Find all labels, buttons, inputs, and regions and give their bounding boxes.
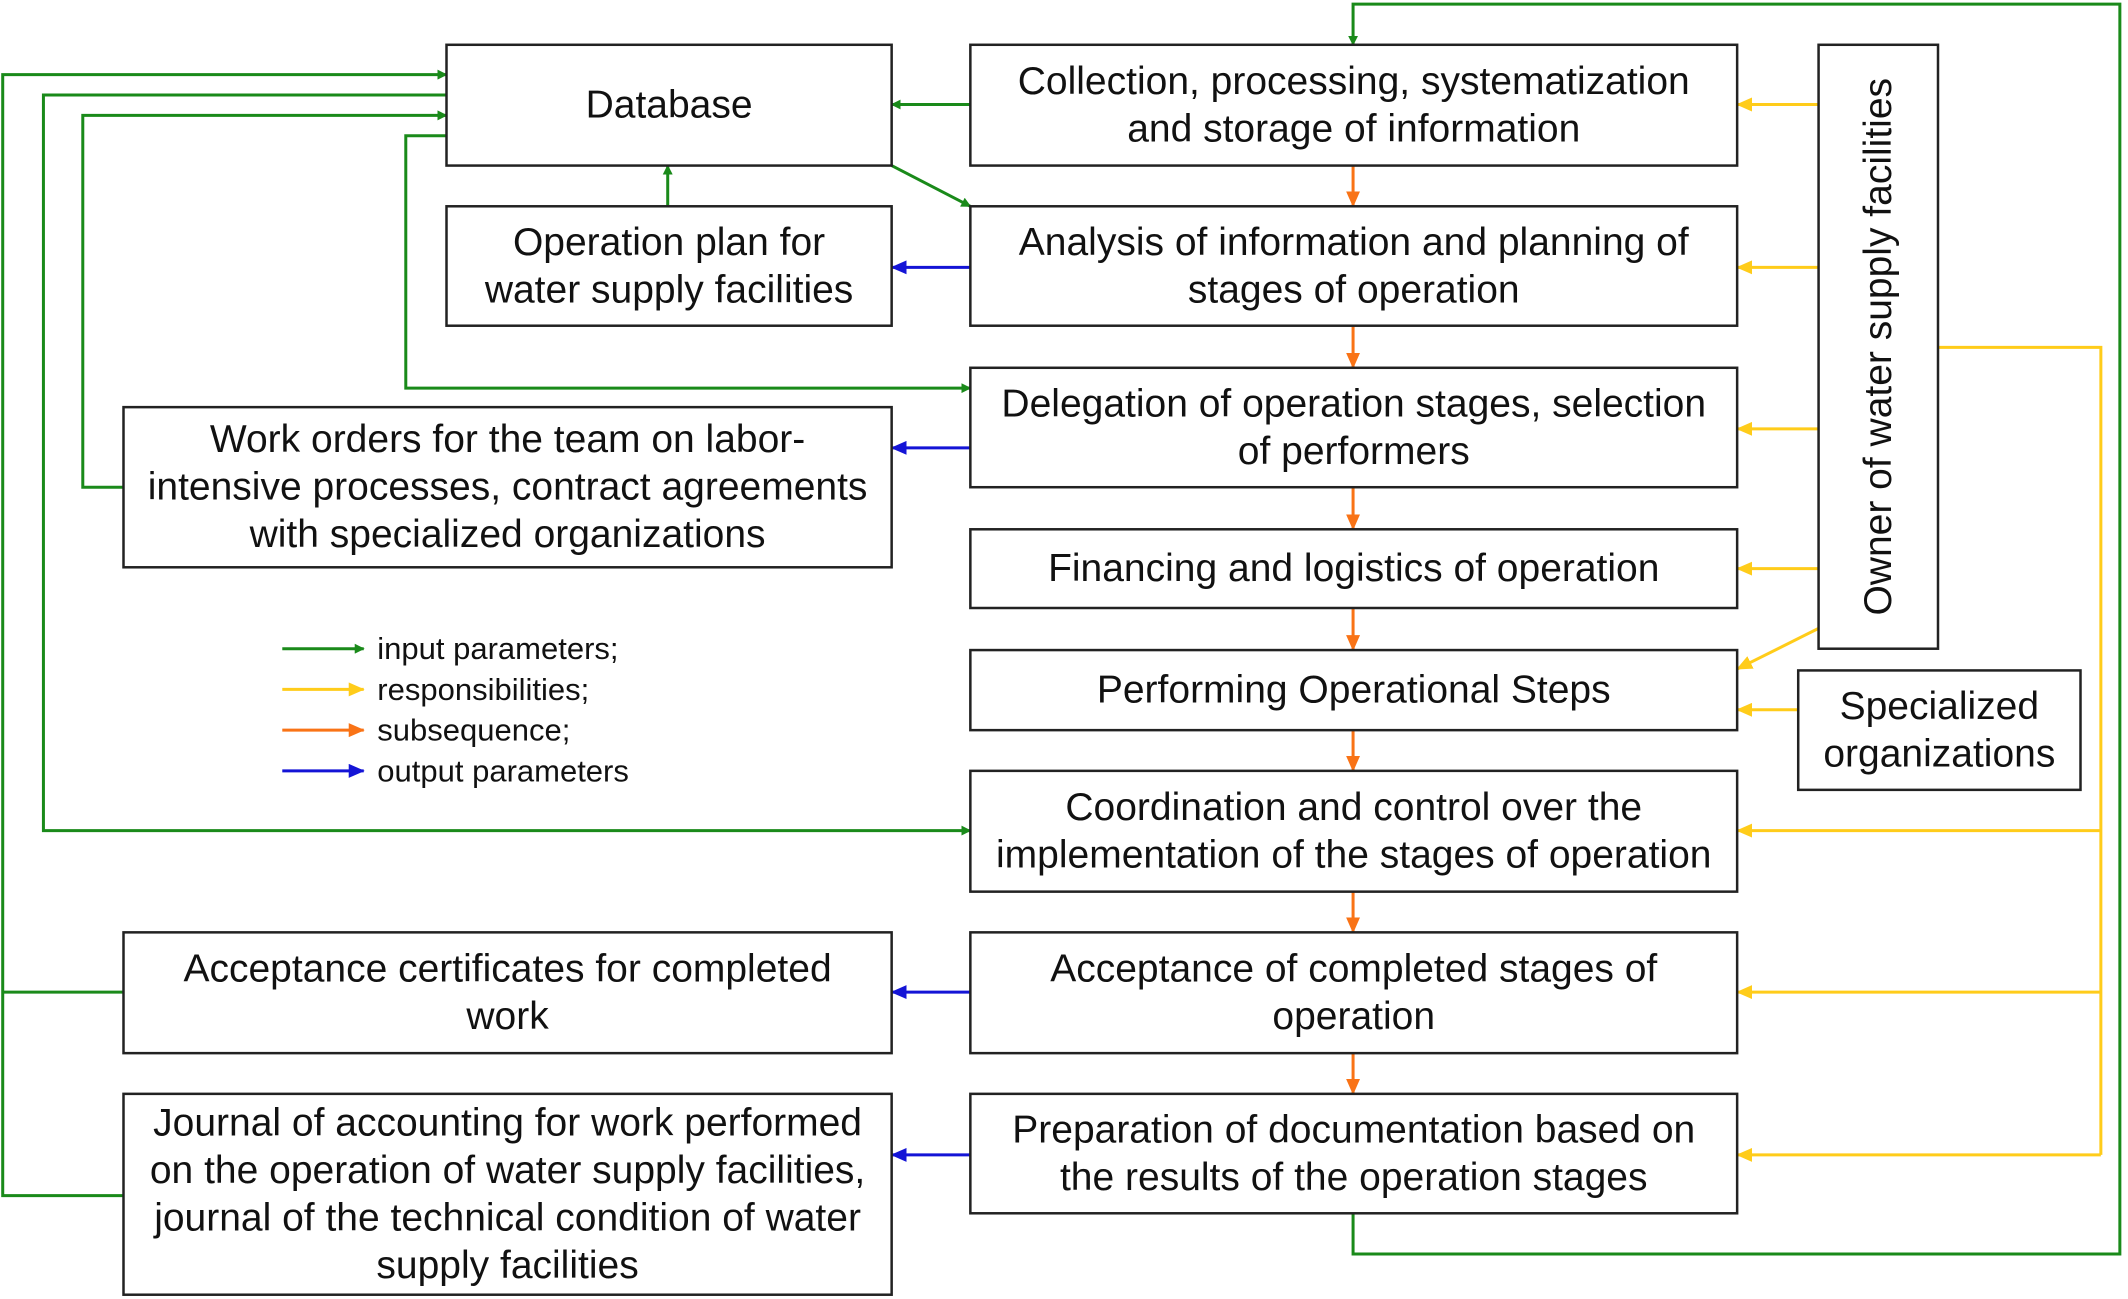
financing-box: Financing and logistics of operation xyxy=(969,528,1739,610)
acceptance-certificates-label: Acceptance certificates for completed xyxy=(183,948,831,991)
journal-label: on the operation of water supply facilit… xyxy=(150,1149,865,1192)
journal-label: journal of the technical condition of wa… xyxy=(153,1197,861,1240)
collection-box: Collection, processing, systematizationa… xyxy=(969,43,1739,167)
legend: input parameters; responsibilities; subseq… xyxy=(282,631,629,788)
legend-item: input parameters; xyxy=(282,631,619,666)
coordination-frame xyxy=(969,769,1739,893)
journal-box: Journal of accounting for work performed… xyxy=(122,1092,893,1296)
performing-box: Performing Operational Steps xyxy=(969,648,1739,732)
delegation-label: Delegation of operation stages, selectio… xyxy=(1001,382,1706,425)
database-label: Database xyxy=(586,84,753,127)
legend-label: input parameters; xyxy=(377,631,618,666)
work-orders-label: with specialized organizations xyxy=(249,513,766,556)
work-orders-frame xyxy=(122,405,893,569)
work-orders-label: Work orders for the team on labor- xyxy=(210,418,805,461)
legend-label: subsequence; xyxy=(377,713,570,748)
operation-plan-label: Operation plan for xyxy=(513,221,825,264)
owner-label: Owner of water supply facilities xyxy=(1857,78,1900,616)
acceptance-certificates-box: Acceptance certificates for completedwor… xyxy=(122,931,893,1055)
delegation-frame xyxy=(969,366,1739,489)
database-box: Database xyxy=(445,43,893,167)
preparation-box: Preparation of documentation based on the… xyxy=(969,1092,1739,1215)
work-orders-label: intensive processes, contract agreements xyxy=(148,466,868,509)
journal-label: Journal of accounting for work performed xyxy=(153,1102,862,1145)
acceptance-certificates-frame xyxy=(122,931,893,1055)
coordination-label: implementation of the stages of operatio… xyxy=(996,834,1711,877)
acceptance-box: Acceptance of completed stages ofoperati… xyxy=(969,931,1739,1055)
performing-frame xyxy=(969,648,1739,732)
legend-item: responsibilities; xyxy=(282,672,589,707)
acceptance-certificates-label: work xyxy=(465,995,549,1038)
specialized-frame xyxy=(1796,669,2082,792)
journal-frame xyxy=(122,1092,893,1296)
analysis-box: Analysis of information and planning ofs… xyxy=(969,205,1739,327)
legend-label: output parameters xyxy=(377,753,629,788)
financing-label: Financing and logistics of operation xyxy=(1048,547,1659,590)
specialized-label: Specialized xyxy=(1840,685,2039,728)
database-frame xyxy=(445,43,893,167)
operation-plan-label: water supply facilities xyxy=(484,268,853,311)
legend-item: output parameters xyxy=(282,753,629,788)
input-arrow xyxy=(81,110,448,489)
input-arrow xyxy=(1348,2,2122,1256)
analysis-frame xyxy=(969,205,1739,327)
connectors xyxy=(1,2,2122,1256)
analysis-label: Analysis of information and planning of xyxy=(1019,221,1689,264)
input-arrow xyxy=(404,134,972,394)
responsibility-link xyxy=(1938,345,2103,1155)
coordination-box: Coordination and control over the impleme… xyxy=(969,769,1739,893)
collection-label: and storage of information xyxy=(1127,107,1580,150)
acceptance-label: operation xyxy=(1272,995,1435,1038)
legend-label: responsibilities; xyxy=(377,672,589,707)
preparation-label: the results of the operation stages xyxy=(1060,1156,1648,1199)
collection-label: Collection, processing, systematization xyxy=(1018,60,1690,103)
owner-box: Owner of water supply facilities xyxy=(1817,43,1940,650)
delegation-box: Delegation of operation stages, selectio… xyxy=(969,366,1739,489)
financing-frame xyxy=(969,528,1739,610)
journal-label: supply facilities xyxy=(376,1244,638,1287)
operation-plan-frame xyxy=(445,205,893,327)
analysis-label: stages of operation xyxy=(1188,268,1520,311)
preparation-label: Preparation of documentation based on xyxy=(1012,1108,1695,1151)
specialized-label: organizations xyxy=(1823,732,2055,775)
delegation-label: of performers xyxy=(1238,430,1470,473)
work-orders-box: Work orders for the team on labor-intens… xyxy=(122,405,893,569)
input-arrow xyxy=(1,69,448,1198)
input-arrow xyxy=(890,164,972,208)
coordination-label: Coordination and control over the xyxy=(1065,786,1642,829)
responsibility-arrow xyxy=(1736,627,1820,671)
input-arrow xyxy=(41,93,972,836)
performing-label: Performing Operational Steps xyxy=(1097,669,1611,712)
acceptance-frame xyxy=(969,931,1739,1055)
acceptance-label: Acceptance of completed stages of xyxy=(1050,948,1657,991)
collection-frame xyxy=(969,43,1739,167)
boxes: Database Collection, processing, systemat… xyxy=(122,43,2082,1296)
legend-item: subsequence; xyxy=(282,713,570,748)
owner-frame xyxy=(1817,43,1940,650)
preparation-frame xyxy=(969,1092,1739,1215)
